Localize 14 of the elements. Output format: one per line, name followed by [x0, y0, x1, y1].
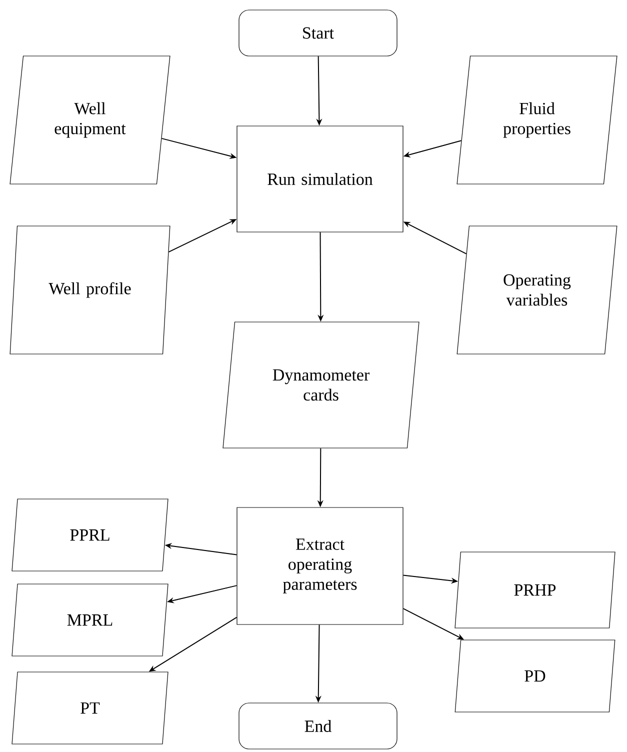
data-parallelogram: Well profile [10, 226, 170, 354]
data-parallelogram: PRHP [454, 552, 616, 628]
terminal-box: Start [238, 10, 398, 56]
process-box: Extract operating parameters [236, 507, 404, 625]
data-parallelogram: Fluid properties [456, 56, 618, 184]
data-parallelogram: PT [12, 672, 168, 744]
data-parallelogram: Well equipment [10, 56, 170, 184]
data-parallelogram: PPRL [12, 498, 168, 572]
terminal-box: End [238, 702, 398, 750]
data-parallelogram: MPRL [12, 584, 168, 656]
data-parallelogram: Dynamometer cards [222, 322, 420, 448]
data-parallelogram: PD [454, 640, 616, 712]
data-parallelogram: Operating variables [456, 226, 618, 354]
process-box: Run simulation [236, 126, 404, 232]
